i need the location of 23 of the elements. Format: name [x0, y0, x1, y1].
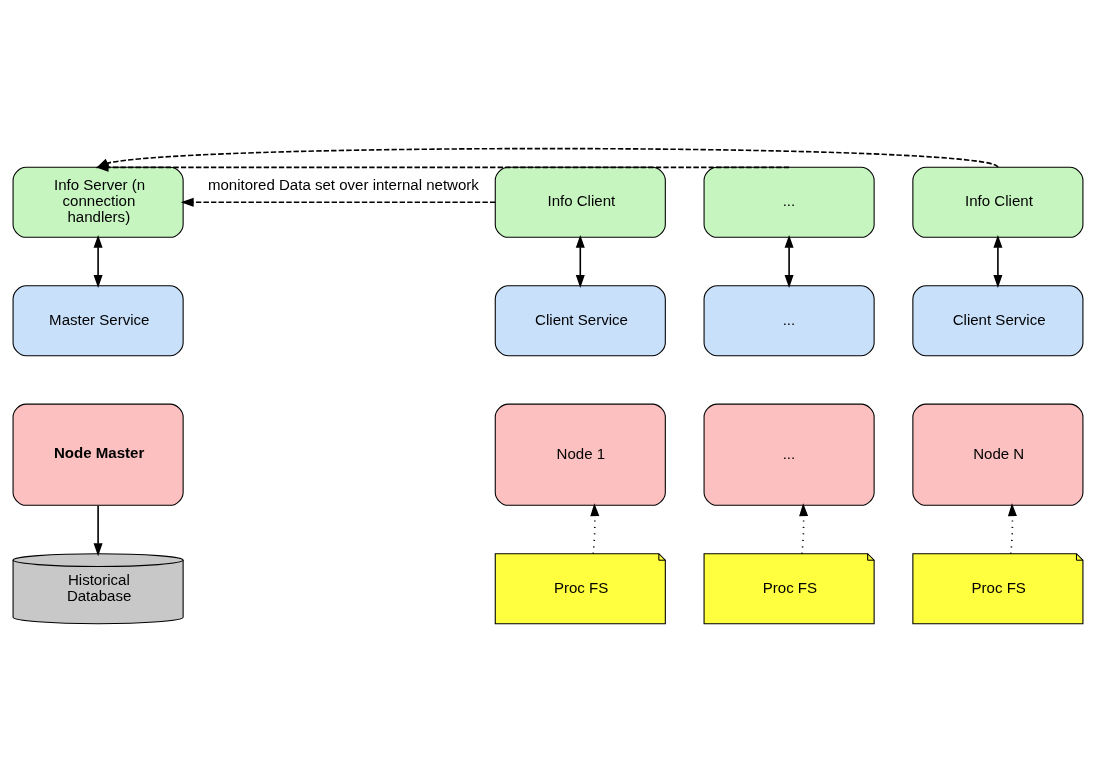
edge-label: monitored Data set over internal network: [207, 176, 479, 194]
node-box: ...: [703, 166, 875, 238]
node-box: Master Service: [12, 285, 184, 357]
node-box: Client Service: [912, 285, 1084, 357]
arrow: [799, 503, 809, 555]
arrow: [93, 234, 103, 288]
node-box: Node Master: [12, 403, 184, 506]
arrow: [93, 504, 103, 557]
node-box: Info Server (n connection handlers): [12, 166, 184, 238]
arrow: [993, 234, 1003, 288]
arrow: [180, 197, 497, 207]
node-box: Node N: [912, 403, 1084, 506]
arrow: [590, 503, 600, 555]
arrow: [784, 234, 794, 288]
node-box: ...: [703, 403, 875, 506]
node-box: Node 1: [494, 403, 666, 506]
node-box: ...: [703, 285, 875, 357]
arrow: [1007, 503, 1017, 555]
arrow: [575, 234, 585, 288]
node-box: Client Service: [494, 285, 666, 357]
node-box: Info Client: [912, 166, 1084, 238]
arrow: [95, 147, 999, 169]
node-box: Info Client: [494, 166, 666, 238]
